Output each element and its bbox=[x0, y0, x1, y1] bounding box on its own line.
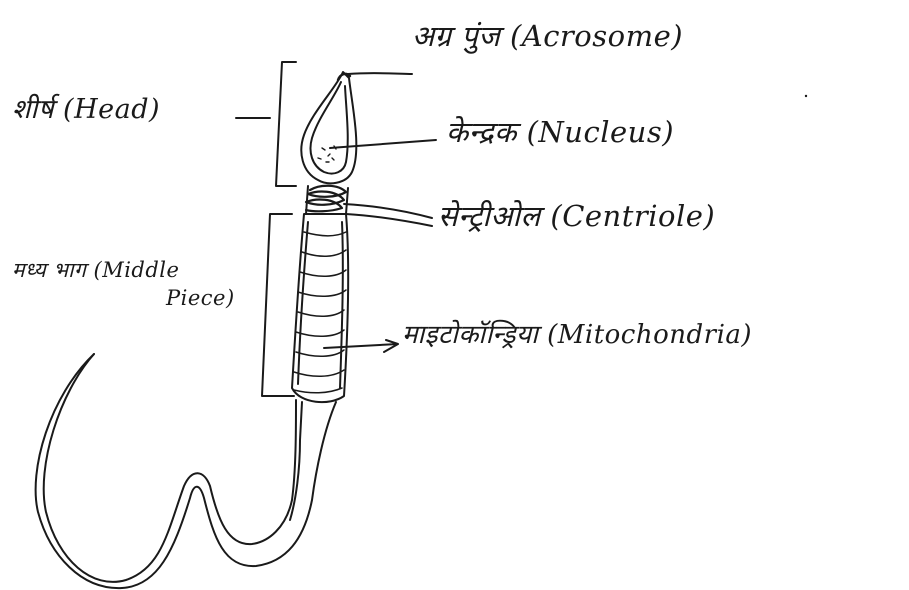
label-mitochondria: माइटोकॉन्ड्रिया (Mitochondria) bbox=[402, 322, 752, 348]
centriole-coils bbox=[306, 186, 346, 212]
centriole-pointer-upper bbox=[344, 204, 432, 218]
middle-piece-bracket bbox=[262, 214, 294, 396]
tail-inner bbox=[36, 354, 336, 588]
middle-piece-inner bbox=[298, 222, 308, 384]
tail-outer bbox=[44, 354, 296, 582]
label-middle-piece-cont: Piece) bbox=[166, 288, 235, 309]
label-centriole: सेन्ट्रीओल (Centriole) bbox=[438, 202, 715, 231]
nucleus-pointer bbox=[330, 140, 436, 148]
acrosome-pointer bbox=[348, 73, 412, 74]
label-acrosome: अग्र पुंज (Acrosome) bbox=[412, 22, 683, 51]
head-bracket bbox=[276, 62, 296, 186]
label-middle-piece: मध्य भाग (Middle bbox=[12, 260, 179, 281]
middle-piece-inner-right bbox=[340, 222, 343, 388]
label-nucleus: केन्द्रक (Nucleus) bbox=[446, 118, 674, 147]
label-head: शीर्ष (Head) bbox=[12, 96, 160, 123]
mitochondria-pointer bbox=[324, 340, 398, 352]
head-inner-outline bbox=[311, 82, 348, 174]
dot-mark bbox=[805, 95, 807, 97]
centriole-pointer-lower bbox=[346, 214, 432, 226]
